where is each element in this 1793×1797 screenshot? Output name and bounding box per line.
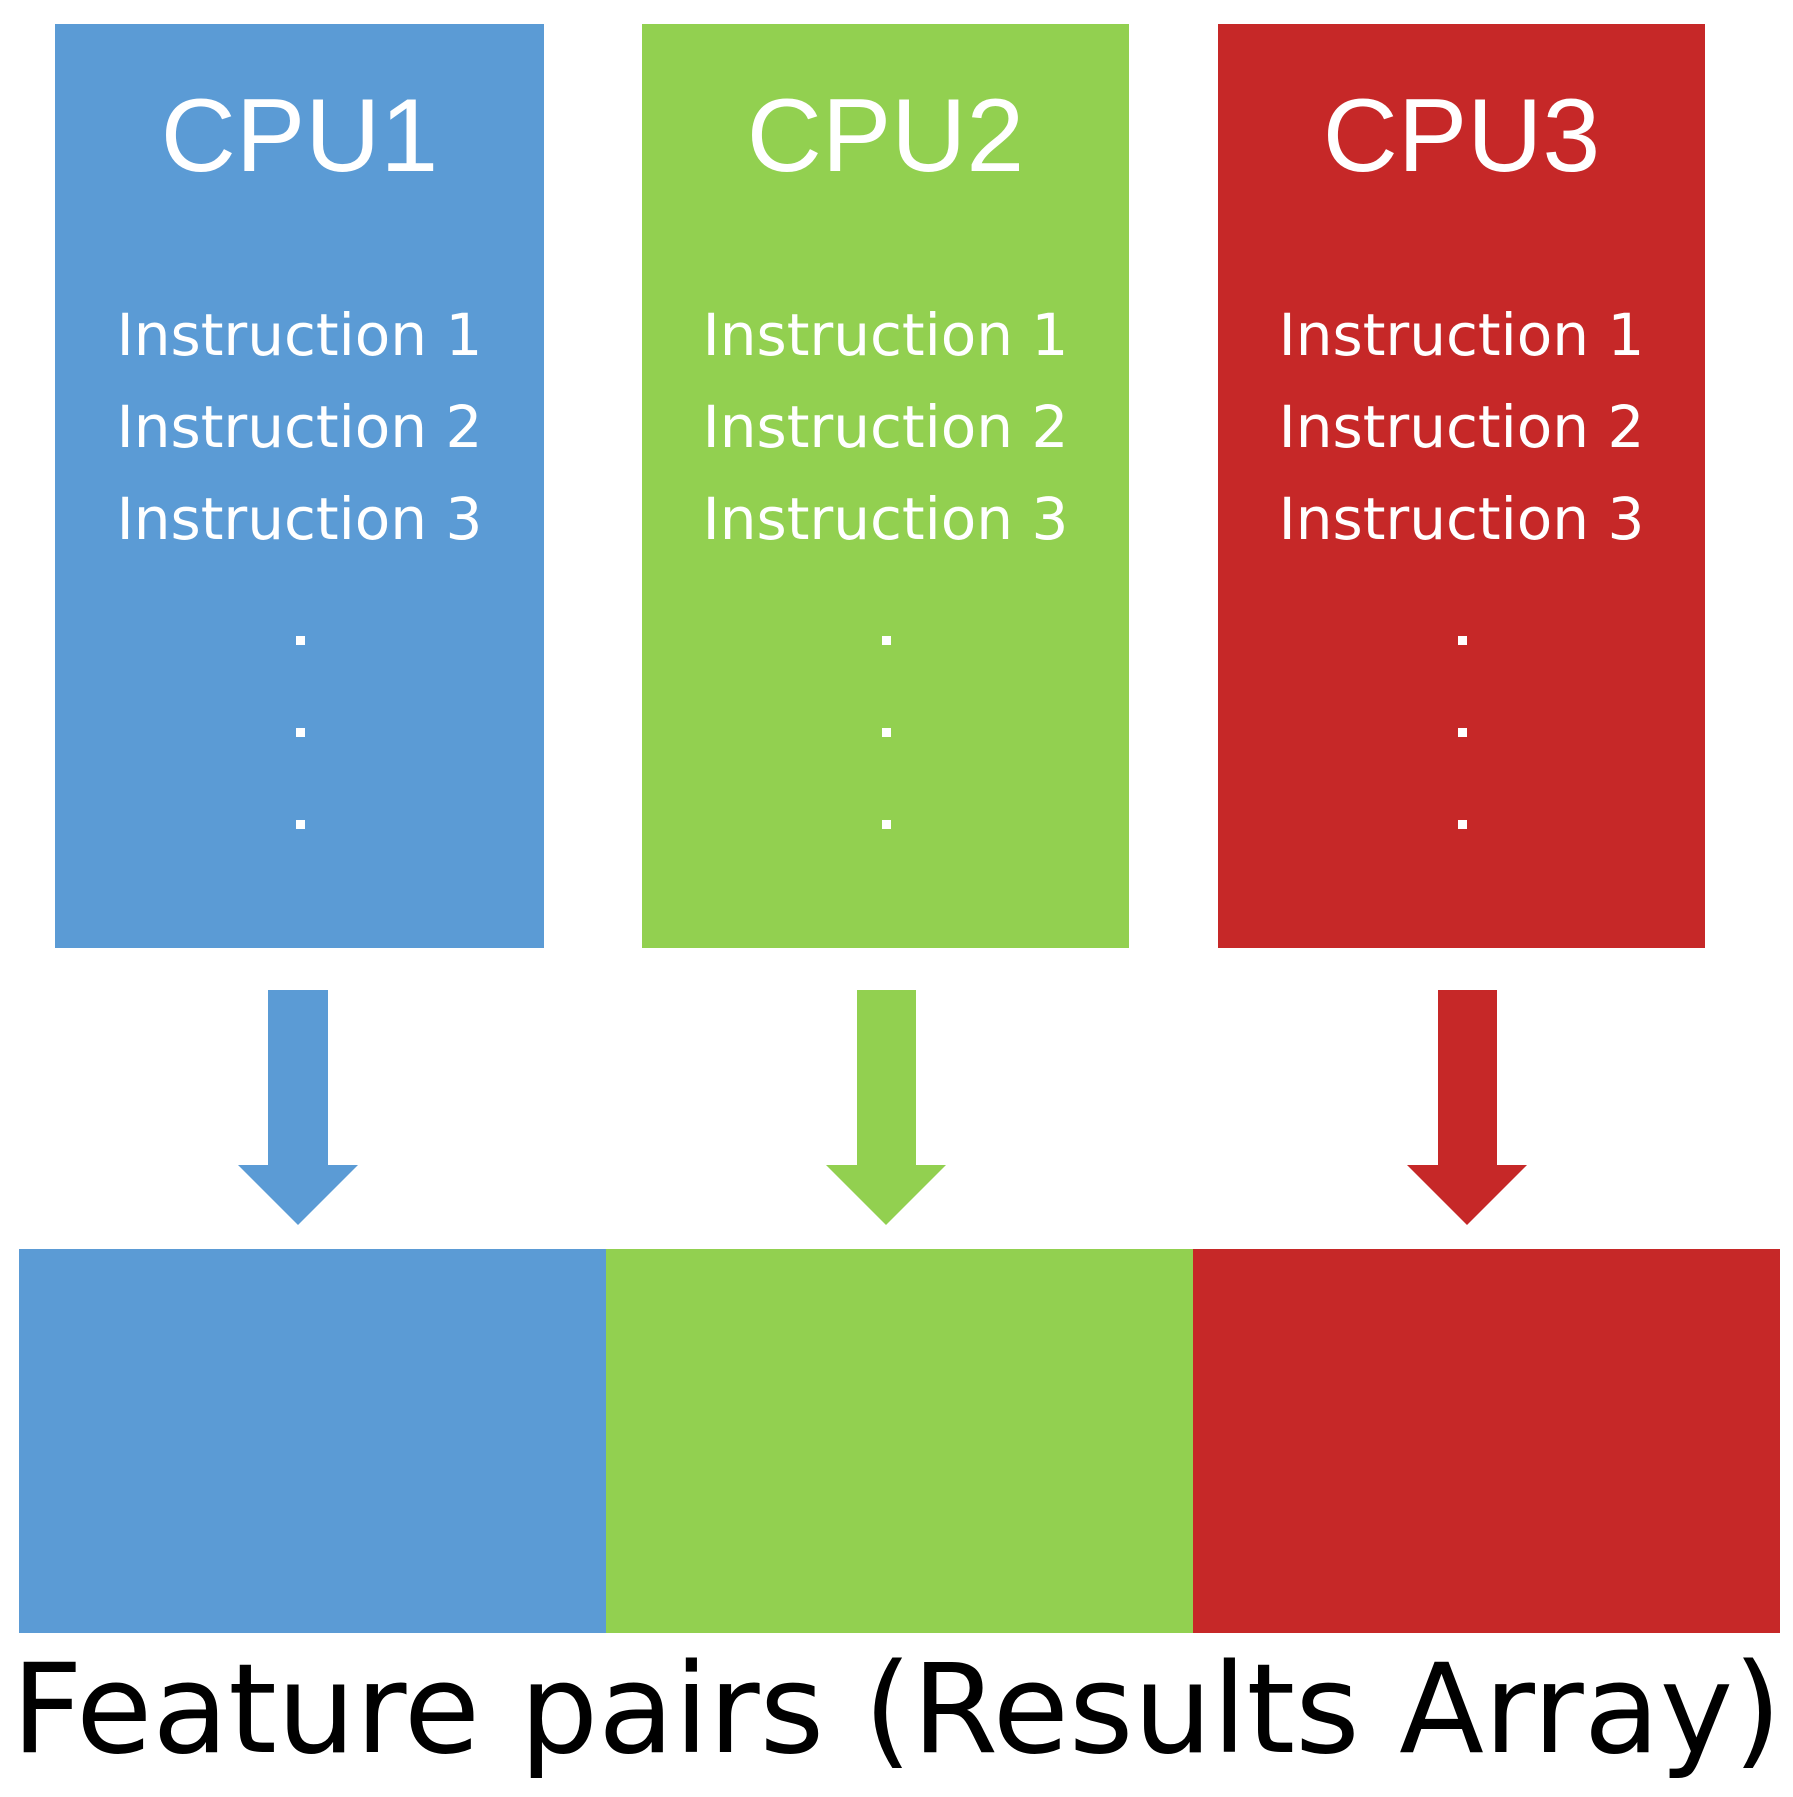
cpu2-instruction-2: Instruction 2 (702, 393, 1069, 461)
results-segment-cpu1 (19, 1249, 606, 1633)
cpu2-title: CPU2 (746, 78, 1025, 194)
cpu1-instruction-1: Instruction 1 (116, 301, 483, 369)
cpu3-title: CPU3 (1322, 78, 1601, 194)
cpu3-instruction-1: Instruction 1 (1278, 301, 1645, 369)
ellipsis-dot (881, 820, 891, 829)
ellipsis-dot (881, 728, 891, 737)
cpu3-box: CPU3 Instruction 1 Instruction 2 Instruc… (1218, 24, 1705, 948)
ellipsis-dot (295, 820, 305, 829)
ellipsis-dot (1457, 728, 1467, 737)
cpu1-instruction-2: Instruction 2 (116, 393, 483, 461)
cpu2-arrow-icon (826, 990, 946, 1225)
results-segment-cpu3 (1193, 1249, 1780, 1633)
results-segment-cpu2 (606, 1249, 1193, 1633)
cpu1-box: CPU1 Instruction 1 Instruction 2 Instruc… (55, 24, 544, 948)
cpu1-instruction-3: Instruction 3 (116, 485, 483, 553)
cpu3-instruction-3: Instruction 3 (1278, 485, 1645, 553)
cpu2-box: CPU2 Instruction 1 Instruction 2 Instruc… (642, 24, 1129, 948)
cpu2-instruction-1: Instruction 1 (702, 301, 1069, 369)
cpu3-instruction-2: Instruction 2 (1278, 393, 1645, 461)
cpu3-arrow-icon (1407, 990, 1527, 1225)
cpu1-title: CPU1 (160, 78, 439, 194)
cpu1-arrow-icon (238, 990, 358, 1225)
ellipsis-dot (295, 636, 305, 645)
results-array-caption: Feature pairs (Results Array) (11, 1638, 1782, 1782)
cpu2-instruction-3: Instruction 3 (702, 485, 1069, 553)
ellipsis-dot (881, 636, 891, 645)
ellipsis-dot (1457, 636, 1467, 645)
ellipsis-dot (1457, 820, 1467, 829)
ellipsis-dot (295, 728, 305, 737)
